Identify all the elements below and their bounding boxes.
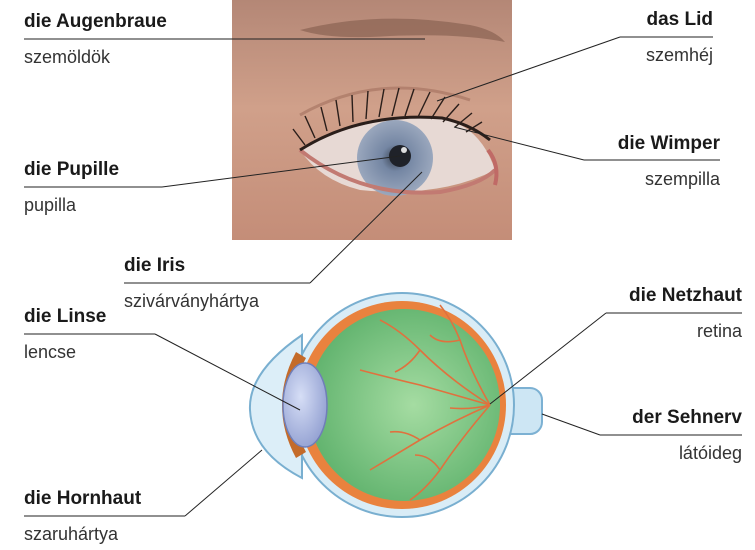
label-cornea-hungarian: szaruhártya (24, 522, 141, 546)
label-lens-hungarian: lencse (24, 340, 106, 364)
label-nerve-german: der Sehnerv (632, 406, 742, 430)
leader-cornea-2 (185, 450, 262, 516)
label-pupil-german: die Pupille (24, 158, 119, 182)
label-lid: das Lid szemhéj (646, 8, 713, 67)
label-iris-german: die Iris (124, 254, 259, 278)
leader-nerve-2 (542, 414, 600, 435)
label-pupil: die Pupille pupilla (24, 158, 119, 217)
leader-retina-2 (490, 313, 606, 404)
label-lash-hungarian: szempilla (618, 167, 720, 191)
label-eyebrow-hungarian: szemöldök (24, 45, 167, 69)
label-iris-hungarian: szivárványhártya (124, 289, 259, 313)
label-retina: die Netzhaut retina (629, 284, 742, 343)
label-lash-german: die Wimper (618, 132, 720, 156)
label-eyebrow-german: die Augenbraue (24, 10, 167, 34)
label-lid-german: das Lid (646, 8, 713, 32)
label-nerve-hungarian: látóideg (632, 441, 742, 465)
label-lid-hungarian: szemhéj (646, 43, 713, 67)
label-cornea-german: die Hornhaut (24, 487, 141, 511)
label-lens-german: die Linse (24, 305, 106, 329)
eyeball-cross-section (250, 293, 542, 517)
label-nerve: der Sehnerv látóideg (632, 406, 742, 465)
vitreous-shape (308, 309, 500, 501)
label-lens: die Linse lencse (24, 305, 106, 364)
eye-photo (232, 0, 512, 240)
catchlight (401, 147, 407, 153)
label-iris: die Iris szivárványhártya (124, 254, 259, 313)
label-retina-german: die Netzhaut (629, 284, 742, 308)
label-retina-hungarian: retina (629, 319, 742, 343)
label-lash: die Wimper szempilla (618, 132, 720, 191)
label-eyebrow: die Augenbraue szemöldök (24, 10, 167, 69)
label-cornea: die Hornhaut szaruhártya (24, 487, 141, 546)
label-pupil-hungarian: pupilla (24, 193, 119, 217)
